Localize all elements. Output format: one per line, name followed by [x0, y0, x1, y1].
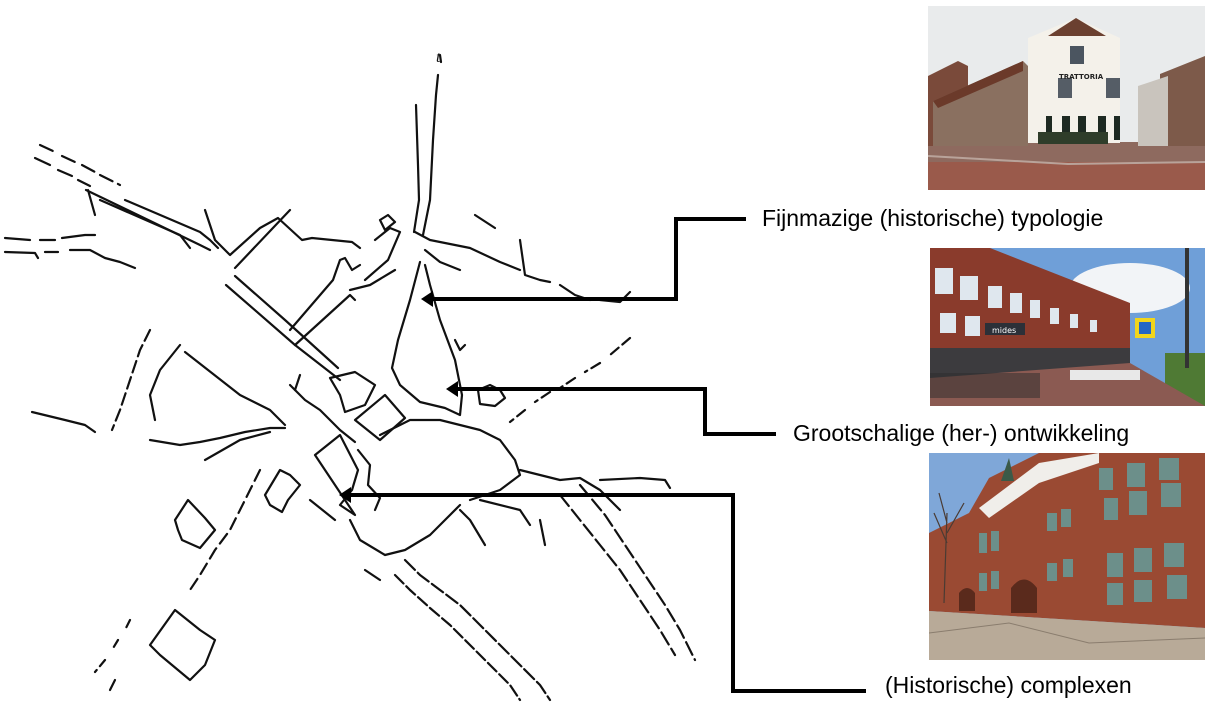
svg-text:t: t [436, 49, 441, 66]
photo-fine-grained-typology: TRATTORIA [928, 6, 1205, 190]
street-map-sketch: t [3, 49, 697, 702]
label-fine-grained: Fijnmazige (historische) typologie [762, 205, 1104, 231]
photo-historic-complexes [929, 453, 1205, 660]
shop-sign: mides [992, 326, 1016, 335]
label-complexes: (Historische) complexen [885, 672, 1132, 698]
trattoria-sign: TRATTORIA [1059, 73, 1104, 81]
photo-large-scale-development: mides [930, 248, 1205, 406]
label-large-scale: Grootschalige (her-) ontwikkeling [793, 420, 1130, 446]
